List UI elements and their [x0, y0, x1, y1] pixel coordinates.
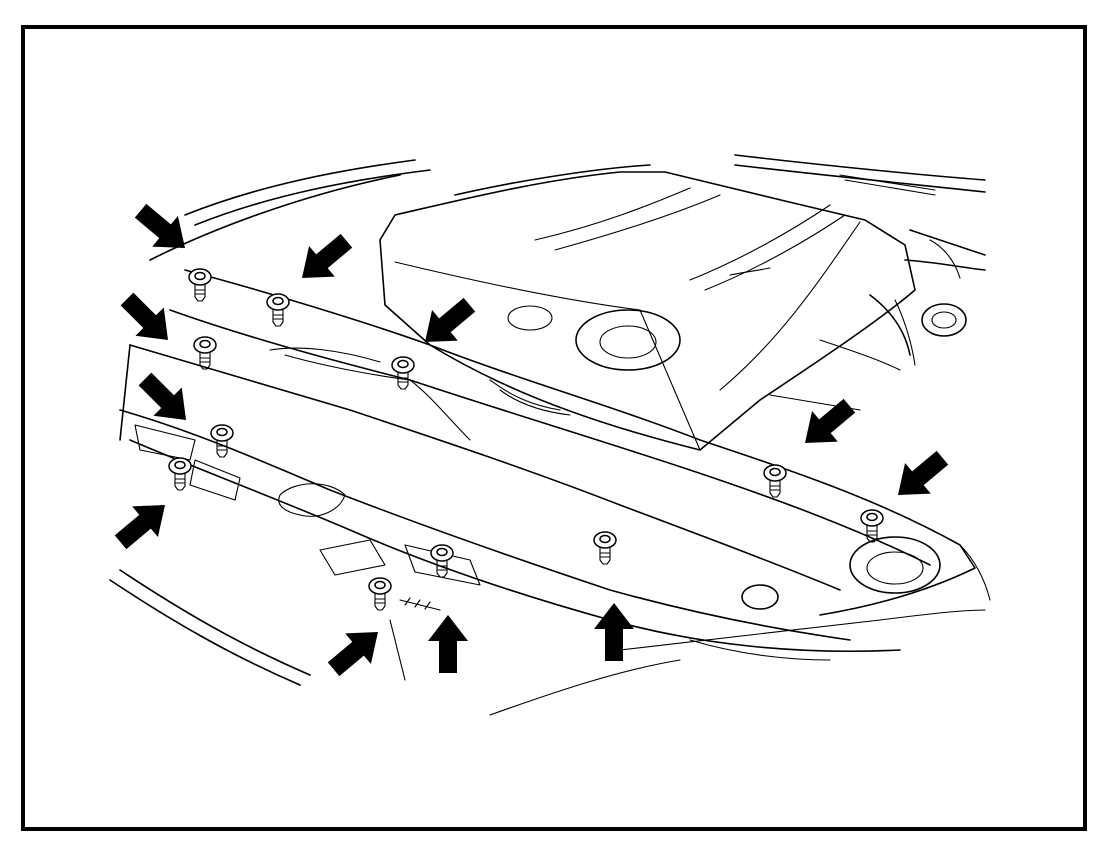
clip-icon: [368, 577, 392, 611]
pointer-arrows: [107, 195, 956, 685]
pointer-arrow-icon: [885, 442, 956, 511]
pointer-arrow-icon: [112, 284, 183, 355]
clip-icon: [188, 268, 212, 302]
pointer-arrow-icon: [289, 225, 360, 294]
front-bumper-lines: [109, 544, 991, 716]
clip-icon: [168, 457, 192, 491]
clip-fasteners: [168, 268, 884, 611]
pointer-arrow-icon: [594, 603, 634, 661]
pointer-arrow-icon: [412, 289, 483, 358]
engine-components-right: [769, 229, 986, 411]
clip-icon: [266, 293, 290, 327]
clip-icon: [860, 509, 884, 543]
pointer-arrow-icon: [107, 489, 178, 558]
engine-bay-lines: [149, 154, 986, 261]
pointer-arrow-icon: [320, 616, 391, 685]
radiator-support-cover: [119, 269, 976, 653]
clip-icon: [391, 356, 415, 390]
figure-frame: [21, 25, 1087, 831]
clip-icon: [763, 464, 787, 498]
pointer-arrow-icon: [428, 615, 468, 673]
engine-cover: [379, 171, 916, 451]
clip-icon: [210, 424, 234, 458]
clip-icon: [430, 544, 454, 578]
clip-icon: [593, 531, 617, 565]
